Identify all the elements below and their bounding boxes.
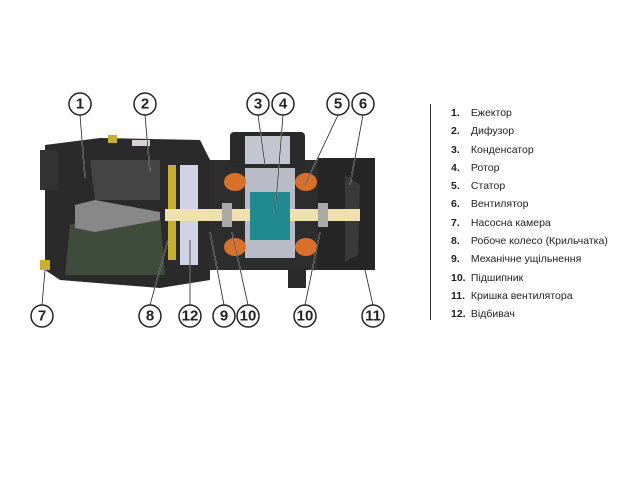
callout-4: 4 <box>271 92 295 216</box>
callout-circle <box>212 304 236 328</box>
legend-number: 2. <box>451 125 460 138</box>
callout-number: 12 <box>182 308 199 325</box>
bearing <box>222 203 232 227</box>
callout-circle <box>138 304 162 328</box>
legend-item: 5. Статор <box>451 177 608 195</box>
legend-number: 5. <box>451 180 460 193</box>
legend-number: 8. <box>451 235 460 248</box>
rotor <box>250 192 290 240</box>
callout-number: 7 <box>38 308 46 325</box>
bearing <box>318 203 328 227</box>
ejector <box>75 200 160 232</box>
callout-circle <box>326 92 350 116</box>
leader-line <box>231 231 249 306</box>
callout-8: 8 <box>138 239 169 328</box>
legend-item: 1. Ежектор <box>451 104 608 122</box>
leader-line <box>304 114 339 186</box>
legend-item: 3. Конденсатор <box>451 141 608 159</box>
callout-circle <box>293 304 317 328</box>
legend-number: 10. <box>451 271 466 284</box>
callout-number: 10 <box>297 308 314 325</box>
callout-circle <box>178 304 202 328</box>
callout-circle <box>246 92 270 116</box>
callout-number: 4 <box>279 96 288 113</box>
callout-number: 11 <box>365 308 381 325</box>
legend-label: Дифузор <box>470 125 515 138</box>
callout-11: 11 <box>361 269 385 328</box>
leader-line <box>274 114 284 216</box>
legend-label: Насосна камера <box>470 216 551 229</box>
callout-circle <box>68 92 92 116</box>
leader-line <box>209 231 225 306</box>
legend-label: Робоче колесо (Крильчатка) <box>470 235 608 248</box>
callout-10: 10 <box>293 231 321 328</box>
callout-circle <box>236 304 260 328</box>
legend-number: 12. <box>451 308 466 321</box>
callout-circle <box>133 92 157 116</box>
capacitor <box>245 136 290 164</box>
callout-number: 3 <box>254 96 262 113</box>
legend-label: Кришка вентилятора <box>470 289 573 302</box>
callout-circle <box>361 304 385 328</box>
callout-5: 5 <box>304 92 350 186</box>
legend-label: Статор <box>470 180 506 193</box>
callout-circle <box>30 304 54 328</box>
legend-item: 12. Відбивач <box>451 305 608 323</box>
legend-number: 11. <box>451 289 466 302</box>
legend-item: 2. Дифузор <box>451 122 608 140</box>
callout-number: 1 <box>76 96 84 113</box>
callout-3: 3 <box>246 92 270 166</box>
leader-line <box>79 114 86 179</box>
legend-item: 10. Підшипник <box>451 269 608 287</box>
callout-number: 10 <box>240 308 257 325</box>
legend-number: 7. <box>451 216 460 229</box>
legend-number: 9. <box>451 253 460 266</box>
legend-number: 4. <box>451 161 460 174</box>
callout-number: 9 <box>220 308 228 325</box>
legend-number: 1. <box>451 107 460 119</box>
leader-line <box>149 239 169 306</box>
leader-line <box>257 114 266 166</box>
callout-circle <box>351 92 375 116</box>
legend-item: 6. Вентилятор <box>451 195 608 213</box>
leader-line <box>304 231 321 306</box>
callout-1: 1 <box>68 92 92 179</box>
legend-label: Підшипник <box>470 271 524 284</box>
leader-line <box>364 269 374 306</box>
legend-label: Ротор <box>470 161 500 174</box>
callout-number: 8 <box>146 308 154 325</box>
legend-label: Конденсатор <box>470 143 534 156</box>
callout-6: 6 <box>349 92 375 186</box>
legend-item: 11. Кришка вентилятора <box>451 287 608 305</box>
legend-number: 6. <box>451 198 460 211</box>
callout-9: 9 <box>209 231 236 328</box>
leader-line <box>41 269 46 306</box>
callout-number: 5 <box>334 96 342 113</box>
legend-item: 8. Робоче колесо (Крильчатка) <box>451 232 608 250</box>
callout-12: 12 <box>178 240 202 328</box>
leader-line <box>349 114 364 186</box>
callout-10: 10 <box>231 231 260 328</box>
callout-7: 7 <box>30 269 54 328</box>
legend-label: Ежектор <box>470 107 512 119</box>
legend-item: 9. Механічне ущільнення <box>451 250 608 268</box>
callout-number: 2 <box>141 96 149 113</box>
drain-plug <box>40 260 50 270</box>
legend-item: 4. Ротор <box>451 159 608 177</box>
callout-circle <box>271 92 295 116</box>
legend-label: Механічне ущільнення <box>470 253 582 266</box>
callout-2: 2 <box>133 92 157 173</box>
legend-label: Вентилятор <box>470 198 529 211</box>
legend-label: Відбивач <box>470 308 515 321</box>
legend-number: 3. <box>451 143 460 156</box>
leader-line <box>144 114 151 173</box>
legend-item: 7. Насосна камера <box>451 214 608 232</box>
callout-number: 6 <box>359 96 367 113</box>
